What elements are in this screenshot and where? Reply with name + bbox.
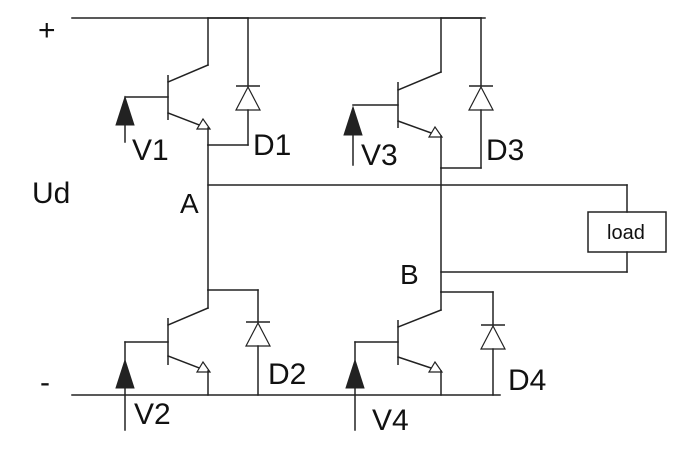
d1-label: D1	[253, 129, 291, 162]
d3-label: D3	[486, 134, 524, 167]
d2-label: D2	[268, 358, 306, 391]
v3-label: V3	[361, 139, 398, 172]
transistor-v4	[345, 291, 444, 431]
transistor-v3	[343, 17, 444, 169]
v4-gate-arrow-icon	[345, 358, 365, 389]
v2-label: V2	[134, 398, 171, 431]
diode-d4	[440, 291, 506, 396]
diode-d2	[207, 289, 271, 396]
right-leg	[343, 17, 506, 431]
source-voltage-label: Ud	[32, 177, 70, 210]
minus-terminal-label: -	[40, 366, 50, 399]
diode-d3	[440, 17, 494, 169]
load-branch	[207, 184, 667, 273]
transistor-v2	[115, 289, 212, 431]
diode-d1	[207, 17, 261, 146]
node-b-label: B	[400, 259, 419, 290]
v2-gate-arrow-icon	[115, 358, 135, 389]
node-a-label: A	[180, 188, 199, 219]
v4-label: V4	[372, 404, 409, 437]
v3-gate-arrow-icon	[343, 105, 363, 136]
v1-gate-arrow-icon	[115, 95, 135, 126]
left-leg	[115, 17, 271, 431]
load-label: load	[607, 222, 645, 244]
d4-label: D4	[508, 364, 546, 397]
transistor-v1	[115, 17, 212, 146]
v1-label: V1	[132, 134, 169, 167]
plus-terminal-label: +	[38, 14, 56, 47]
